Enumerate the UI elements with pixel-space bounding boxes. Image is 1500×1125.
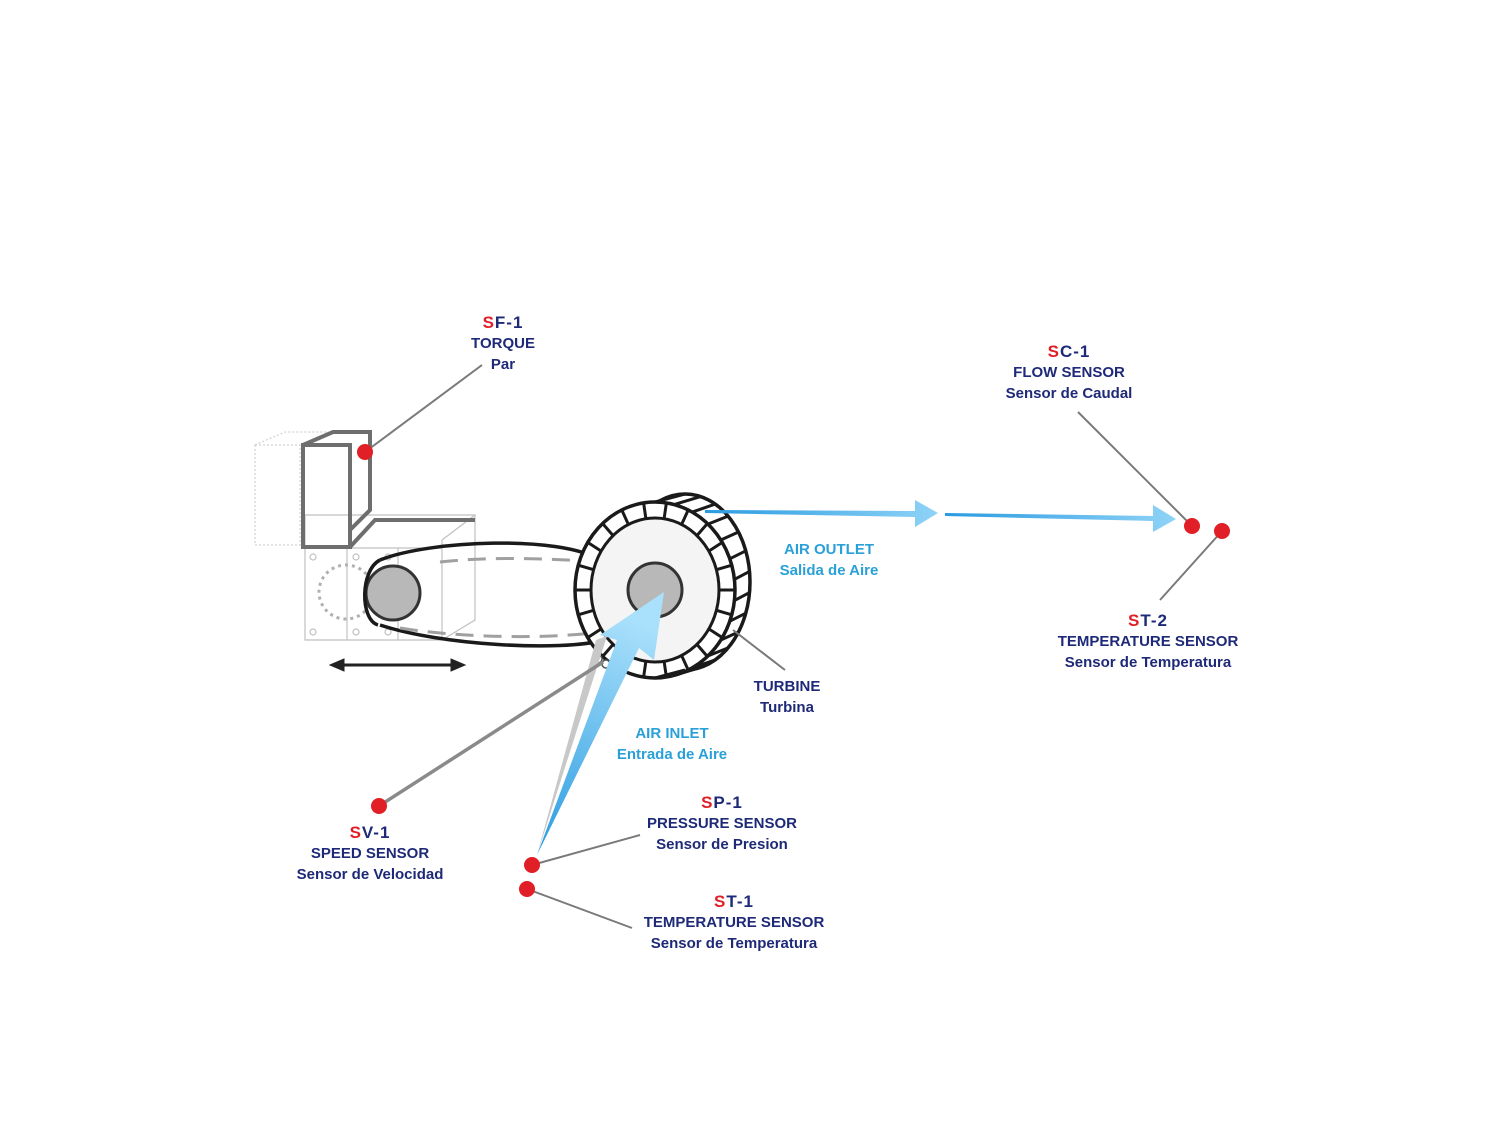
sv1-name-es: Sensor de Velocidad xyxy=(296,866,444,883)
sv1-prefix: S xyxy=(349,823,362,842)
turbine-drum-slat xyxy=(691,658,716,670)
turbine-blade xyxy=(642,502,648,519)
sc1-name-es: Sensor de Caudal xyxy=(1005,385,1133,402)
sp1-code: P-1 xyxy=(713,793,743,812)
sensor-dot-st1 xyxy=(519,881,535,897)
sp1-name-es: Sensor de Presion xyxy=(656,836,788,853)
st2-prefix: S xyxy=(1128,611,1141,630)
turbine-blade xyxy=(577,563,595,572)
label-turbine: TURBINE Turbina xyxy=(754,676,821,718)
st1-prefix: S xyxy=(714,892,727,911)
sensor-dot-st2 xyxy=(1214,523,1230,539)
leader-sp1 xyxy=(531,834,641,866)
sensor-dot-sp1 xyxy=(524,857,540,873)
turbine-blade xyxy=(680,654,690,671)
turbine-drum-slat xyxy=(673,665,702,677)
turbine-name-es: Turbina xyxy=(760,699,814,716)
turbine-blade xyxy=(642,661,648,678)
motor-housing-outline xyxy=(254,431,345,546)
air-outlet-name: AIR OUTLET xyxy=(784,541,874,558)
slide-direction-arrow xyxy=(328,658,467,672)
turbine-blade xyxy=(662,502,668,519)
st2-name: TEMPERATURE SENSOR xyxy=(1057,633,1239,650)
leader-st1 xyxy=(526,888,633,929)
turbine-blade xyxy=(620,509,630,526)
sc1-name: FLOW SENSOR xyxy=(1013,364,1125,381)
label-st1: ST-1 TEMPERATURE SENSOR Sensor de Temper… xyxy=(644,891,825,954)
sv1-name: SPEED SENSOR xyxy=(310,845,430,862)
leader-turbine xyxy=(732,629,786,671)
st1-name-es: Sensor de Temperatura xyxy=(650,935,818,952)
sensor-dot-sv1 xyxy=(371,798,387,814)
turbine-blade xyxy=(707,541,724,553)
torque-arm-bracket xyxy=(301,430,475,549)
turbine-drum-slat xyxy=(733,591,751,602)
sf1-name: TORQUE xyxy=(471,335,535,352)
sf1-prefix: S xyxy=(482,313,495,332)
sv1-code: V-1 xyxy=(361,823,391,842)
sensor-dot-sf1 xyxy=(357,444,373,460)
turbine-drum-slat xyxy=(729,549,747,561)
turbine-blade xyxy=(680,509,690,526)
turbine-drum-slat xyxy=(707,646,729,658)
label-sv1: SV-1 SPEED SENSOR Sensor de Velocidad xyxy=(297,822,444,885)
air-inlet-name: AIR INLET xyxy=(635,725,709,742)
turbine-drum-slat xyxy=(673,495,702,507)
leader-sf1 xyxy=(364,364,483,453)
turbine-blade xyxy=(695,522,709,537)
air-outlet-arrow-2 xyxy=(945,505,1176,532)
label-sf1: SF-1 TORQUE Par xyxy=(471,312,535,375)
air-inlet-name-es: Entrada de Aire xyxy=(616,746,728,763)
sf1-code: F-1 xyxy=(494,313,524,332)
turbine-blade xyxy=(707,627,724,639)
label-air-outlet: AIR OUTLET Salida de Aire xyxy=(780,539,879,581)
st1-code: T-1 xyxy=(726,892,754,911)
sf1-name-es: Par xyxy=(490,356,516,373)
turbine-blade xyxy=(715,608,733,617)
turbine-drum-slat xyxy=(720,530,740,542)
turbine-blade xyxy=(695,643,709,658)
label-sp1: SP-1 PRESSURE SENSOR Sensor de Presion xyxy=(647,792,797,855)
sp1-name: PRESSURE SENSOR xyxy=(646,815,798,832)
leader-lines xyxy=(364,364,1223,929)
turbine-blade xyxy=(586,541,603,553)
leader-st2 xyxy=(1159,530,1223,601)
turbine-drum-slat xyxy=(729,611,747,623)
turbine-blade xyxy=(586,627,603,639)
turbine-blade xyxy=(715,563,733,572)
turbine-name: TURBINE xyxy=(753,678,821,695)
sc1-prefix: S xyxy=(1047,342,1060,361)
st2-code: T-2 xyxy=(1140,611,1168,630)
motor-pulley xyxy=(317,563,422,622)
turbine-blade xyxy=(601,522,615,537)
leader-sc1 xyxy=(1077,411,1193,527)
turbine-blade xyxy=(577,608,595,617)
label-st2: ST-2 TEMPERATURE SENSOR Sensor de Temper… xyxy=(1058,610,1239,673)
st2-name-es: Sensor de Temperatura xyxy=(1064,654,1232,671)
st1-name: TEMPERATURE SENSOR xyxy=(643,914,825,931)
turbine-drum-slat xyxy=(720,630,740,642)
sensor-dot-sc1 xyxy=(1184,518,1200,534)
label-sc1: SC-1 FLOW SENSOR Sensor de Caudal xyxy=(1006,341,1133,404)
sp1-prefix: S xyxy=(701,793,714,812)
leader-sv1 xyxy=(378,660,604,808)
turbine-drum-slat xyxy=(733,570,751,581)
turbine-drum-slat xyxy=(654,492,686,504)
air-outlet-name-es: Salida de Aire xyxy=(779,562,879,579)
turbine-drum-slat xyxy=(654,668,686,680)
turbine-drum-slat xyxy=(691,502,716,514)
air-inlet-arrow xyxy=(537,592,664,855)
label-air-inlet: AIR INLET Entrada de Aire xyxy=(617,723,727,765)
sensor-markers xyxy=(357,444,1230,897)
turbine-blade xyxy=(601,643,615,658)
sc1-code: C-1 xyxy=(1059,342,1091,361)
air-outlet-arrow-1 xyxy=(705,500,938,527)
turbine-drum-slat xyxy=(707,514,729,526)
